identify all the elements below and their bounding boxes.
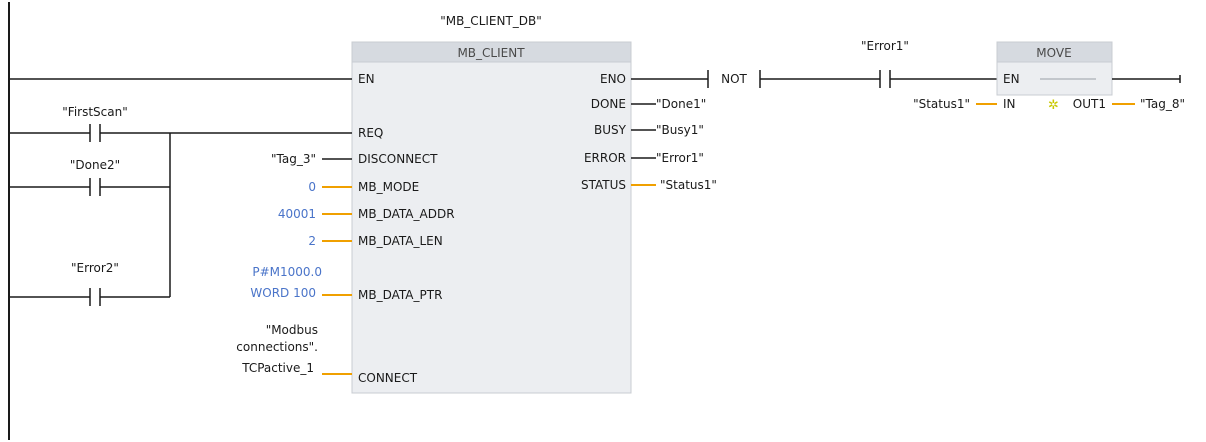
- mb-client-busy-pin: BUSY: [594, 123, 627, 137]
- contact-error1[interactable]: [879, 70, 891, 88]
- move-block[interactable]: MOVE: [996, 41, 1113, 96]
- mb-client-req-pin: REQ: [358, 126, 383, 140]
- connect-value-line1: "Modbus: [266, 323, 318, 337]
- contact-error2-label: "Error2": [71, 261, 119, 275]
- error-value: "Error1": [656, 151, 704, 165]
- contact-done2-label: "Done2": [70, 158, 120, 172]
- move-en-pin: EN: [1003, 72, 1020, 86]
- mb-data-len-value: 2: [308, 234, 316, 248]
- mb-mode-value: 0: [308, 180, 316, 194]
- move-out1-pin: OUT1: [1073, 97, 1106, 111]
- disconnect-value: "Tag_3": [271, 152, 316, 166]
- done-value: "Done1": [656, 97, 706, 111]
- mb-client-header: [351, 41, 632, 63]
- busy-value: "Busy1": [656, 123, 704, 137]
- mb-data-ptr-value-line2: WORD 100: [250, 286, 316, 300]
- mb-client-connect-pin: CONNECT: [358, 371, 418, 385]
- mb-client-mb-data-len-pin: MB_DATA_LEN: [358, 234, 443, 248]
- contact-error1-label: "Error1": [861, 39, 909, 53]
- mb-client-mb-mode-pin: MB_MODE: [358, 180, 419, 194]
- not-contact-label: NOT: [721, 72, 747, 86]
- mb-client-status-pin: STATUS: [581, 178, 626, 192]
- connect-value-line3: TCPactive_1: [241, 361, 314, 375]
- contact-first-scan[interactable]: [9, 124, 352, 142]
- move-out-value: "Tag_8": [1140, 97, 1185, 111]
- mb-client-done-pin: DONE: [591, 97, 626, 111]
- move-title: MOVE: [1036, 46, 1071, 60]
- connect-value-line2: connections".: [236, 340, 318, 354]
- mb-client-block[interactable]: MB_CLIENT: [351, 41, 632, 394]
- move-in-pin: IN: [1003, 97, 1016, 111]
- mb-client-disconnect-pin: DISCONNECT: [358, 152, 438, 166]
- mb-client-eno-pin: ENO: [600, 72, 626, 86]
- contact-first-scan-label: "FirstScan": [62, 105, 127, 119]
- mb-client-en-pin: EN: [358, 72, 375, 86]
- mb-client-title: MB_CLIENT: [457, 46, 525, 60]
- mb-client-mb-data-ptr-pin: MB_DATA_PTR: [358, 288, 442, 302]
- move-header: [996, 41, 1113, 63]
- contact-done2[interactable]: [9, 178, 170, 196]
- mb-client-body: [351, 41, 632, 394]
- status-value: "Status1": [660, 178, 717, 192]
- mb-client-error-pin: ERROR: [584, 151, 626, 165]
- contact-error2[interactable]: [9, 288, 170, 306]
- move-in-value: "Status1": [913, 97, 970, 111]
- mb-client-mb-data-addr-pin: MB_DATA_ADDR: [358, 207, 455, 221]
- mb-client-instance-db: "MB_CLIENT_DB": [440, 14, 542, 28]
- move-out1-star-icon: ✲: [1048, 98, 1059, 113]
- mb-data-ptr-value-line1: P#M1000.0: [252, 265, 322, 279]
- mb-data-addr-value: 40001: [278, 207, 316, 221]
